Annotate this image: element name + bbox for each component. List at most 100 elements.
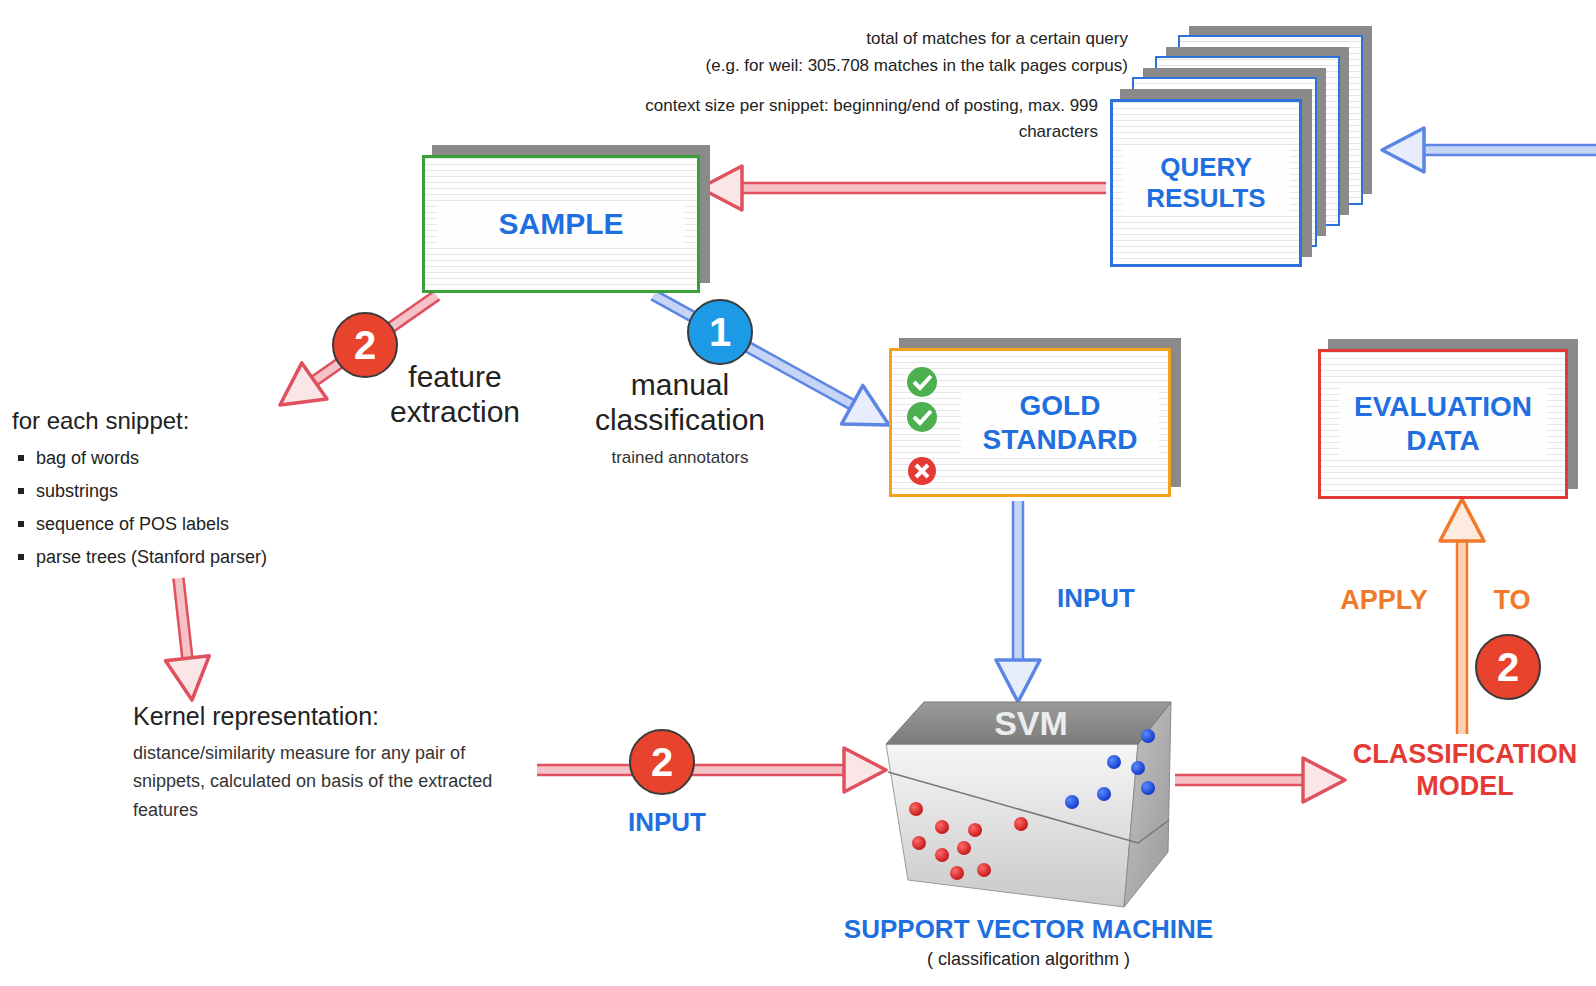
svm-subtitle: ( classification algorithm ): [776, 948, 1281, 970]
bullet-mark: [18, 554, 24, 560]
arrow-head: [280, 363, 327, 405]
svg-circle: [935, 848, 949, 862]
svg-circle: [908, 457, 936, 485]
svg-circle: [909, 802, 923, 816]
box-title: EVALUATION DATA: [1339, 388, 1547, 459]
callout-circle: 1: [687, 299, 753, 365]
arrow-head: [844, 748, 886, 792]
box-title: QUERY RESULTS: [1122, 150, 1290, 216]
note-body: distance/similarity measure for any pair…: [133, 739, 518, 825]
svg-circle: [1065, 795, 1079, 809]
arrow-stroke: [1175, 784, 1303, 787]
callout-number: 2: [651, 742, 673, 782]
incoming-arrow: [1382, 128, 1596, 172]
svg-circle: [907, 367, 937, 397]
box-title: SAMPLE: [437, 204, 685, 244]
kernel-note: Kernel representation: distance/similarit…: [133, 700, 533, 825]
svg-line: [1424, 154, 1596, 157]
list-heading: for each snippet:: [12, 405, 312, 436]
annotation-note: context size per snippet: beginning/end …: [643, 93, 1098, 146]
arrow-head: [1440, 499, 1484, 541]
bullet-mark: [18, 455, 24, 461]
arrow-head: [165, 656, 209, 700]
edge-label: manual classification: [580, 368, 780, 437]
svg-path: [916, 465, 928, 477]
arrow-stroke: [1012, 501, 1015, 660]
arrow-shaft: [1012, 501, 1024, 660]
list-item: parse trees (Stanford parser): [12, 541, 312, 574]
svg-g: [909, 802, 1028, 880]
svg-polyline: [888, 772, 1169, 843]
arrow-stroke: [1175, 774, 1303, 777]
list-text: substrings: [36, 481, 118, 501]
svg-path: [914, 376, 931, 388]
feature-list: for each snippet: bag of words substrings s…: [12, 405, 312, 574]
list-text: parse trees (Stanford parser): [36, 547, 267, 567]
svg-circle: [1107, 755, 1121, 769]
callout-number: 1: [709, 312, 731, 352]
svg-circle: [968, 823, 982, 837]
svg-line: [1424, 144, 1596, 156]
list-item: sequence of POS labels: [12, 508, 312, 541]
svg-circle: [1131, 761, 1145, 775]
svg-circle: [1141, 781, 1155, 795]
arrow-shaft: [1456, 541, 1468, 734]
arrow-stroke: [742, 192, 1106, 195]
callout-circle: 2: [629, 729, 695, 795]
edge-label: feature extraction: [380, 360, 530, 429]
bullet-mark: [18, 521, 24, 527]
edge-label: INPUT: [1036, 584, 1156, 614]
svg-circle: [977, 863, 991, 877]
callout-number: 2: [354, 325, 376, 365]
list-text: bag of words: [36, 448, 139, 468]
query-results-box: QUERY RESULTS: [1110, 99, 1302, 267]
svg-g: [1065, 729, 1155, 809]
arrow-stroke: [183, 578, 192, 658]
svg-path: [914, 411, 931, 423]
svg-polygon: [886, 702, 1171, 744]
svg-circle: [912, 836, 926, 850]
svg-circle: [1141, 729, 1155, 743]
flow-arrow: [165, 578, 209, 700]
svg-circle: [957, 841, 971, 855]
arrow-head: [700, 166, 742, 210]
annotation-label: trained annotators: [580, 448, 780, 468]
arrow-shaft: [1175, 774, 1303, 786]
svg-circle: [935, 820, 949, 834]
annotation-note: total of matches for a certain query: [866, 28, 1128, 50]
callout-number: 2: [1497, 647, 1519, 687]
flow-arrow: [1175, 758, 1345, 802]
box-title: GOLD STANDARD: [961, 387, 1159, 458]
callout-circle: 2: [332, 312, 398, 378]
arrow-head: [842, 385, 889, 425]
gold-standard-box: GOLD STANDARD: [889, 348, 1171, 497]
svg-circle: [1014, 817, 1028, 831]
svg-line: [1424, 144, 1596, 147]
arrow-stroke: [173, 579, 182, 659]
callout-circle: 2: [1475, 634, 1541, 700]
svg-circle: [1097, 787, 1111, 801]
svm-title: SUPPORT VECTOR MACHINE: [776, 914, 1281, 944]
flow-arrow: [996, 501, 1040, 702]
bullet-mark: [18, 488, 24, 494]
edge-label: INPUT: [607, 808, 727, 838]
list-text: sequence of POS labels: [36, 514, 229, 534]
flow-arrow: [1440, 499, 1484, 734]
arrow-head: [996, 660, 1040, 702]
note-heading: Kernel representation:: [133, 700, 533, 733]
cube-label: SVM: [926, 704, 1136, 742]
annotation-label: TO: [1482, 584, 1542, 616]
list-item: bag of words: [12, 442, 312, 475]
evaluation-box: EVALUATION DATA: [1318, 349, 1568, 499]
arrow-stroke: [1456, 541, 1459, 734]
flow-arrow: [537, 748, 886, 792]
svg-circle: [950, 866, 964, 880]
sample-box: SAMPLE: [422, 155, 700, 293]
annotation-note: (e.g. for weil: 305.708 matches in the t…: [706, 55, 1128, 77]
flow-arrow: [700, 166, 1106, 210]
svg-polygon: [1382, 128, 1424, 172]
annotation-label: APPLY: [1329, 584, 1439, 616]
svg-polygon: [886, 744, 1138, 907]
model-title: CLASSIFICATION MODEL: [1345, 738, 1585, 803]
